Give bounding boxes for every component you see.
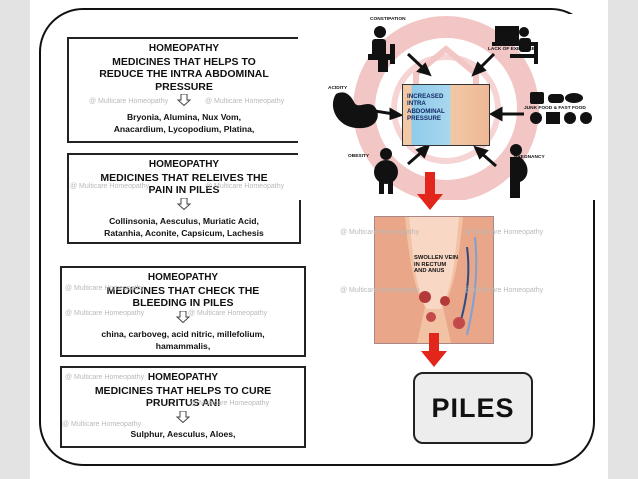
box-heading-line: PAIN IN PILES — [148, 184, 220, 196]
label-acidity: ACIDITY — [328, 86, 348, 91]
box-heading-line: HOMEOPATHY — [147, 272, 219, 283]
medicine-list-line: Sulphur, Aesculus, Aloes, — [130, 428, 236, 439]
box-pruritus-ani: HOMEOPATHY MEDICINES THAT HELPS TO CURE … — [60, 366, 306, 448]
watermark: @ Multicare Homeopathy — [340, 287, 420, 294]
constipation-figure — [368, 26, 395, 72]
obesity-figure — [374, 148, 398, 194]
watermark: @ Multicare Homeopathy — [205, 98, 285, 105]
watermark: @ Multicare Homeopathy — [340, 229, 420, 236]
box-heading-line: HOMEOPATHY — [148, 159, 220, 170]
abdomen-illustration: INCREASED INTRA ABDOMINAL PRESSURE — [402, 84, 490, 146]
causes-diagram: CONSTIPATION LACK OF EXERCISE ACIDITY JU… — [298, 14, 598, 200]
rounded-frame — [39, 8, 595, 466]
watermark: @ Multicare Homeopathy — [65, 285, 145, 292]
lack-of-exercise-figure — [492, 26, 538, 64]
pregnancy-figure — [510, 144, 528, 198]
rectum-anatomy-illustration: SWOLLEN VEIN IN RECTUM AND ANUS — [374, 216, 494, 344]
box-heading-line: MEDICINES THAT CHECK THE — [106, 284, 260, 297]
rectum-icon — [375, 217, 493, 343]
box-heading-line: PRESSURE — [155, 80, 213, 93]
watermark: @ Multicare Homeopathy — [190, 400, 270, 407]
box-heading-line: PRURITUS ANI — [145, 397, 221, 409]
down-arrow-icon — [176, 197, 192, 210]
box-pain-relief: HOMEOPATHY MEDICINES THAT RELEIVES THE P… — [67, 153, 301, 244]
box-heading-line: HOMEOPATHY — [147, 372, 219, 383]
medicine-list-line: Collinsonia, Aesculus, Muriatic Acid, — [109, 215, 259, 226]
red-down-arrow-icon — [421, 333, 447, 367]
label-junk-food: JUNK FOOD & FAST FOOD — [524, 106, 586, 111]
watermark: @ Multicare Homeopathy — [205, 183, 285, 190]
box-heading-line: BLEEDING IN PILES — [132, 297, 234, 309]
box-heading-line: MEDICINES THAT RELEIVES THE — [100, 171, 268, 184]
medicine-list-line: hamammalis, — [155, 340, 211, 351]
box-heading-line: HOMEOPATHY — [148, 43, 220, 54]
watermark: @ Multicare Homeopathy — [62, 421, 142, 428]
medicine-list-line: Anacardium, Lycopodium, Platina, — [113, 124, 255, 134]
watermark: @ Multicare Homeopathy — [65, 310, 145, 317]
label-lack-of-exercise: LACK OF EXERCISE — [488, 47, 535, 52]
box-abdominal-pressure: HOMEOPATHY MEDICINES THAT HELPS TO REDUC… — [67, 37, 301, 143]
swollen-vein-label: SWOLLEN VEIN IN RECTUM AND ANUS — [414, 255, 459, 275]
red-down-arrow-icon — [417, 172, 443, 210]
watermark: @ Multicare Homeopathy — [188, 310, 268, 317]
watermark: @ Multicare Homeopathy — [70, 183, 150, 190]
watermark: @ Multicare Homeopathy — [464, 287, 544, 294]
watermark: @ Multicare Homeopathy — [65, 374, 145, 381]
medicine-list-line: Ratanhia, Aconite, Capsicum, Lachesis — [104, 227, 264, 238]
stomach-icon — [332, 92, 378, 129]
down-arrow-icon — [175, 410, 191, 423]
box-heading-line: MEDICINES THAT HELPS TO — [112, 55, 256, 68]
junk-food-icons — [530, 92, 592, 124]
piles-result-box: PILES — [413, 372, 533, 444]
medicine-list-line: Bryonia, Alumina, Nux Vom, — [126, 112, 242, 122]
label-pregnancy: PREGNANCY — [514, 155, 545, 160]
slide: HOMEOPATHY MEDICINES THAT HELPS TO REDUC… — [30, 0, 608, 479]
down-arrow-icon — [176, 93, 192, 107]
watermark: @ Multicare Homeopathy — [89, 98, 169, 105]
label-obesity: OBESITY — [348, 154, 370, 159]
box-heading-line: REDUCE THE INTRA ABDOMINAL — [99, 68, 269, 80]
center-label: INCREASED INTRA ABDOMINAL PRESSURE — [407, 93, 445, 123]
down-arrow-icon — [175, 310, 191, 323]
medicine-list-line: china, carboveg, acid nitric, millefoliu… — [101, 328, 265, 339]
label-constipation: CONSTIPATION — [370, 17, 406, 22]
watermark: @ Multicare Homeopathy — [464, 229, 544, 236]
box-heading-line: MEDICINES THAT HELPS TO CURE — [94, 384, 272, 397]
box-bleeding: HOMEOPATHY MEDICINES THAT CHECK THE BLEE… — [60, 266, 306, 357]
